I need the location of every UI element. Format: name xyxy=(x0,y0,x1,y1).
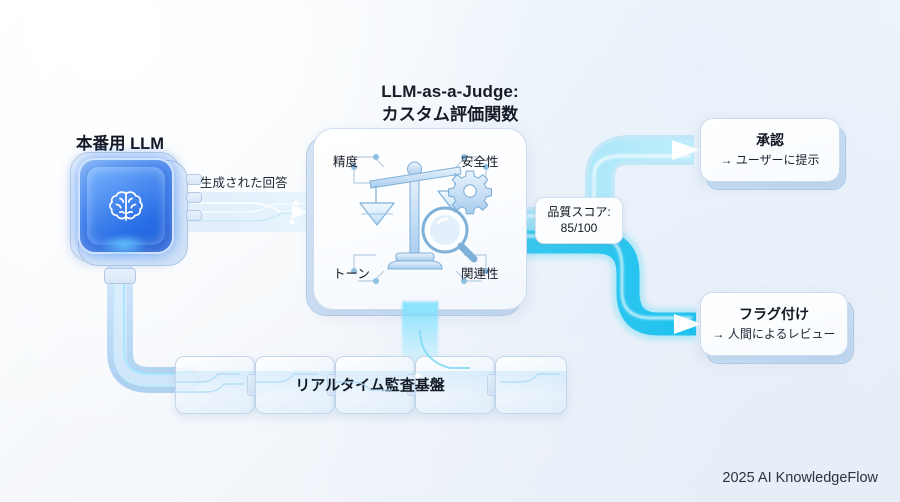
approve-title: 承認 xyxy=(756,132,784,148)
production-llm-title: 本番用 LLM xyxy=(76,135,164,153)
approve-subtitle: → ユーザーに提示 xyxy=(720,153,820,167)
audit-segment xyxy=(415,356,495,414)
flag-subtitle: → 人間によるレビュー xyxy=(712,327,836,341)
quality-score-label: 品質スコア: xyxy=(547,205,611,219)
judge-card[interactable] xyxy=(313,128,527,310)
audit-bar-label: リアルタイム監査基盤 xyxy=(295,377,445,394)
gear-icon xyxy=(448,170,492,215)
magnifier-icon xyxy=(421,206,478,263)
scales-icon xyxy=(359,161,473,270)
criterion-relevance: 関連性 xyxy=(461,267,499,281)
criterion-tone: トーン xyxy=(333,267,370,281)
judge-title: LLM-as-a-Judge: カスタム評価関数 xyxy=(381,80,519,126)
outcome-box-approve[interactable]: 承認 → ユーザーに提示 xyxy=(700,118,840,182)
flag-title: フラグ付け xyxy=(739,306,809,322)
criterion-accuracy: 精度 xyxy=(333,155,359,169)
judge-title-line2: カスタム評価関数 xyxy=(381,105,519,124)
audit-segment xyxy=(175,356,255,414)
chip-glow xyxy=(100,234,148,256)
brain-icon xyxy=(109,191,143,221)
production-llm-node[interactable] xyxy=(64,148,202,284)
outcome-box-flag[interactable]: フラグ付け → 人間によるレビュー xyxy=(700,292,848,356)
quality-score-badge: 品質スコア: 85/100 xyxy=(535,197,623,244)
generated-response-label: 生成された回答 xyxy=(200,176,288,190)
judge-card-graphics xyxy=(351,154,492,284)
audit-segment xyxy=(495,356,567,414)
connector-llm-to-judge xyxy=(186,192,318,232)
quality-score-value: 85/100 xyxy=(560,221,598,235)
connector-judge-to-flag xyxy=(520,226,702,340)
footer-credit: 2025 AI KnowledgeFlow xyxy=(722,470,878,486)
criterion-safety: 安全性 xyxy=(461,155,499,169)
judge-title-line1: LLM-as-a-Judge: xyxy=(381,82,519,101)
